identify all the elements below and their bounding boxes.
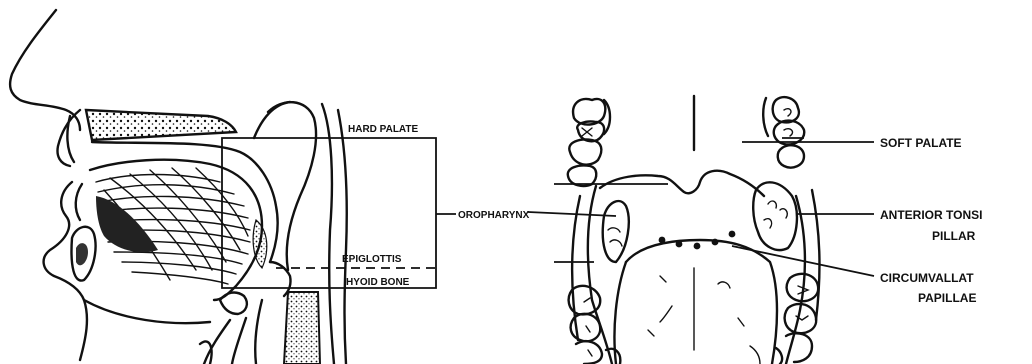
label-anterior-tonsil-2: PILLAR <box>932 229 976 243</box>
label-circumvallate-2: PAPILLAE <box>918 291 976 305</box>
label-epiglottis: EPIGLOTTIS <box>342 254 402 265</box>
label-hyoid-bone: HYOID BONE <box>346 277 410 288</box>
label-oropharynx: OROPHARYNX <box>458 210 530 221</box>
sagittal-section-illustration <box>10 10 456 364</box>
hard-palate-bone <box>86 110 236 140</box>
tongue-shade <box>96 196 158 252</box>
label-hard-palate: HARD PALATE <box>348 124 419 135</box>
label-circumvallate-1: CIRCUMVALLAT <box>880 271 974 285</box>
label-anterior-tonsil-1: ANTERIOR TONSI <box>880 208 982 222</box>
label-soft-palate: SOFT PALATE <box>880 136 962 150</box>
oral-cavity-illustration <box>528 96 874 364</box>
